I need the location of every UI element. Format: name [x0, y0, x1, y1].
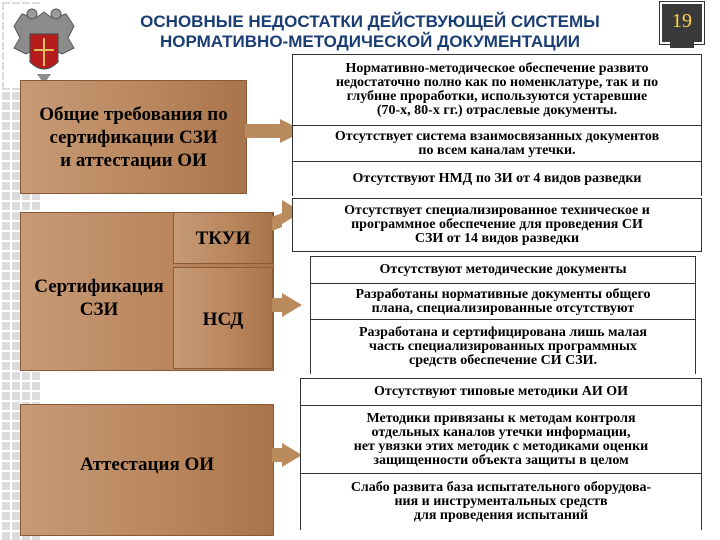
text-line: (70-х, 80-х гг.) отраслевые документы. — [376, 103, 618, 118]
text-line: ния и инструментальных средств — [394, 494, 608, 509]
arrow-right-icon — [282, 293, 302, 317]
text-line: для проведения испытаний — [413, 508, 589, 523]
text-line: нет увязки этих методик с методиками оце… — [353, 439, 649, 454]
text-line: часть специализированных программных — [369, 339, 637, 354]
issue-no-typical-methods: Отсутствуют типовые методики АИ ОИ — [301, 379, 701, 405]
text-line: программное обеспечение для проведения С… — [351, 217, 643, 232]
issue-no-methodical-docs: Отсутствуют методические документы — [311, 257, 695, 283]
emblem-logo-icon — [4, 4, 84, 88]
text-line: Методики привязаны к методам контроля — [366, 411, 636, 426]
general-line-2: сертификации СЗИ — [49, 127, 218, 148]
text-line: Разработана и сертифицирована лишь малая — [358, 325, 647, 340]
attestation-label: Аттестация ОИ — [79, 454, 215, 475]
page-number-badge: 19 — [660, 2, 704, 48]
issue-weak-test-base: Слабо развита база испытательного оборуд… — [301, 473, 701, 530]
page-number: 19 — [672, 10, 692, 32]
cert-line-1: Сертификация — [34, 276, 164, 297]
text-line: Отсутствуют методические документы — [379, 262, 627, 277]
general-line-1: Общие требования по — [39, 104, 228, 125]
text-line: Отсутствуют типовые методики АИ ОИ — [373, 384, 629, 399]
tkui-box: ТКУИ — [173, 212, 273, 264]
issue-no-special-software: Отсутствует специализированное техническ… — [292, 198, 702, 252]
issue-no-nmd: Отсутствуют НМД по ЗИ от 4 видов разведк… — [293, 161, 701, 196]
title-line-2: НОРМАТИВНО-МЕТОДИЧЕСКОЙ ДОКУМЕНТАЦИИ — [159, 32, 581, 51]
arrow-stem-4 — [272, 448, 282, 462]
text-line: по всем каналам утечки. — [418, 143, 576, 158]
tkui-label: ТКУИ — [195, 228, 251, 249]
issue-no-document-system: Отсутствует система взаимосвязанных доку… — [293, 125, 701, 162]
text-line: отдельных каналов утечки информации, — [371, 425, 631, 440]
title-line-1: ОСНОВНЫЕ НЕДОСТАТКИ ДЕЙСТВУЮЩЕЙ СИСТЕМЫ — [140, 12, 600, 31]
arrow-stem-1 — [245, 124, 281, 138]
text-line: Отсутствует специализированное техническ… — [344, 203, 650, 218]
text-line: Разработаны нормативные документы общего — [355, 287, 651, 302]
general-requirements-box: Общие требования по сертификации СЗИ и а… — [20, 80, 247, 194]
arrow-stem-3 — [272, 298, 282, 312]
cert-line-2: СЗИ — [79, 299, 119, 320]
text-line: недостаточно полно как по номенклатуре, … — [335, 75, 659, 90]
text-line: глубине проработки, используются устарев… — [346, 89, 648, 104]
text-line: Нормативно-методическое обеспечение разв… — [345, 61, 649, 76]
text-line: защищенности объекта защиты в целом — [373, 453, 629, 468]
arrow-stem-2 — [272, 213, 282, 231]
general-line-3: и аттестации ОИ — [60, 150, 207, 171]
text-line: плана, специализированные отсутствуют — [371, 301, 635, 316]
issue-methods-tied-to-channels: Методики привязаны к методам контроля от… — [301, 405, 701, 474]
right-group-1: Нормативно-методическое обеспечение разв… — [292, 54, 702, 196]
nsd-box: НСД — [173, 267, 273, 369]
text-line: СЗИ от 14 видов разведки — [414, 231, 580, 246]
attestation-box: Аттестация ОИ — [20, 404, 274, 536]
nsd-label: НСД — [202, 309, 244, 330]
text-line: Отсутствуют НМД по ЗИ от 4 видов разведк… — [352, 171, 642, 186]
text-line: средств обеспечение СИ СЗИ. — [409, 353, 597, 368]
arrow-right-icon — [282, 443, 302, 467]
issue-outdated-documents: Нормативно-методическое обеспечение разв… — [293, 55, 701, 125]
right-group-4: Отсутствуют типовые методики АИ ОИ Метод… — [300, 378, 702, 530]
issue-general-docs-only: Разработаны нормативные документы общего… — [311, 283, 695, 320]
issue-few-certified-tools: Разработана и сертифицирована лишь малая… — [311, 319, 695, 374]
right-group-3: Отсутствуют методические документы Разра… — [310, 256, 696, 374]
certification-box: Сертификация СЗИ ТКУИ НСД — [20, 212, 274, 371]
text-line: Отсутствует система взаимосвязанных доку… — [334, 129, 660, 144]
page-title: ОСНОВНЫЕ НЕДОСТАТКИ ДЕЙСТВУЮЩЕЙ СИСТЕМЫ … — [100, 12, 640, 52]
text-line: Слабо развита база испытательного оборуд… — [350, 480, 652, 495]
